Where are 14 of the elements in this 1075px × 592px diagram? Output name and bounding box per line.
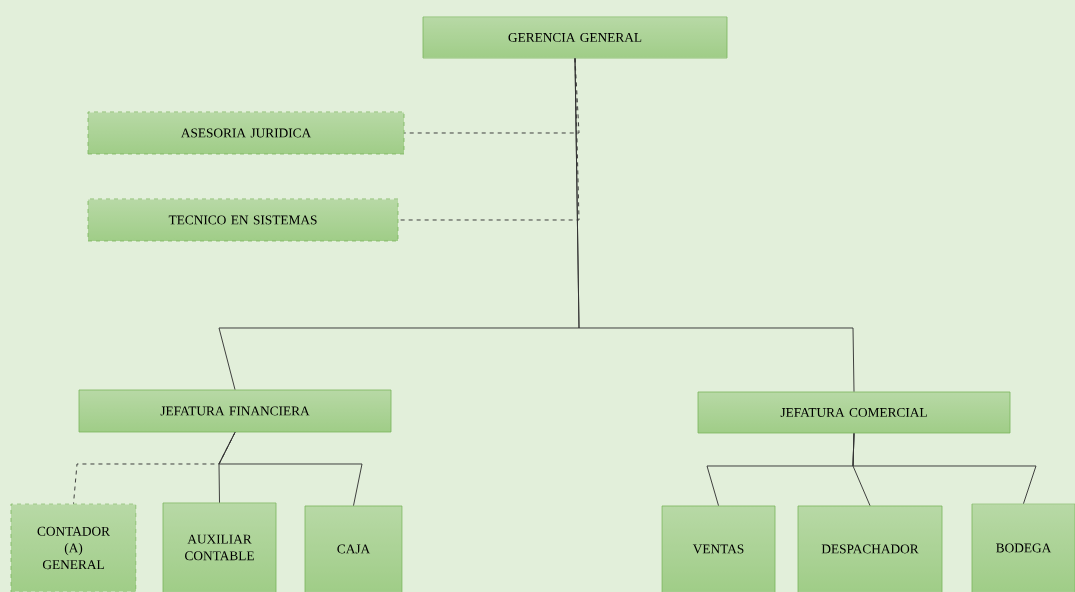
position-box: GERENCIA GENERAL [422, 16, 728, 59]
position-box: JEFATURA FINANCIERA [78, 389, 392, 433]
position-box: CONTADOR (A) GENERAL [10, 503, 137, 592]
position-box: BODEGA [971, 503, 1075, 592]
connector-line [218, 431, 363, 507]
position-box: JEFATURA COMERCIAL [697, 391, 1011, 434]
connector-line [852, 432, 1037, 505]
position-box: TECNICO EN SISTEMAS [87, 198, 399, 242]
position-box: CAJA [304, 505, 403, 592]
position-box: DESPACHADOR [797, 505, 943, 592]
connector-line [574, 57, 855, 393]
position-box: ASESORIA JURIDICA [87, 111, 405, 155]
position-box: AUXILIAR CONTABLE [162, 502, 277, 592]
position-box: VENTAS [661, 505, 776, 592]
